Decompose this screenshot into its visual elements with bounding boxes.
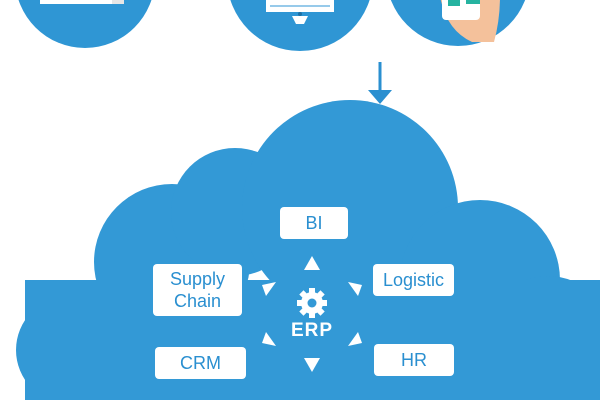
module-logistic: Logistic [373, 264, 454, 296]
arrow-down-icon [368, 62, 392, 104]
laptop-icon [40, 0, 124, 4]
cloud-shape [16, 100, 600, 400]
laptop-device-circle [18, 0, 152, 48]
desktop-monitor-icon [266, 0, 334, 24]
hand-holding-phone-icon [440, 0, 500, 42]
arrow-upper-right-triangle [348, 282, 362, 296]
erp-label: ERP [290, 320, 334, 341]
arrow-upper-left-triangle [262, 282, 276, 296]
arrow-down-triangle [304, 358, 320, 372]
arrow-lower-right-triangle [348, 332, 362, 346]
module-supply-chain: Supply Chain [153, 264, 242, 316]
arrow-up-triangle [304, 256, 320, 270]
mobile-device-circle [390, 0, 526, 46]
desktop-device-circle [230, 0, 370, 51]
module-crm: CRM [155, 347, 246, 379]
erp-direction-arrows [262, 256, 362, 372]
gear-icon [297, 288, 327, 318]
arrow-lower-left-triangle [262, 332, 276, 346]
module-bi: BI [280, 207, 348, 239]
module-hr: HR [374, 344, 454, 376]
